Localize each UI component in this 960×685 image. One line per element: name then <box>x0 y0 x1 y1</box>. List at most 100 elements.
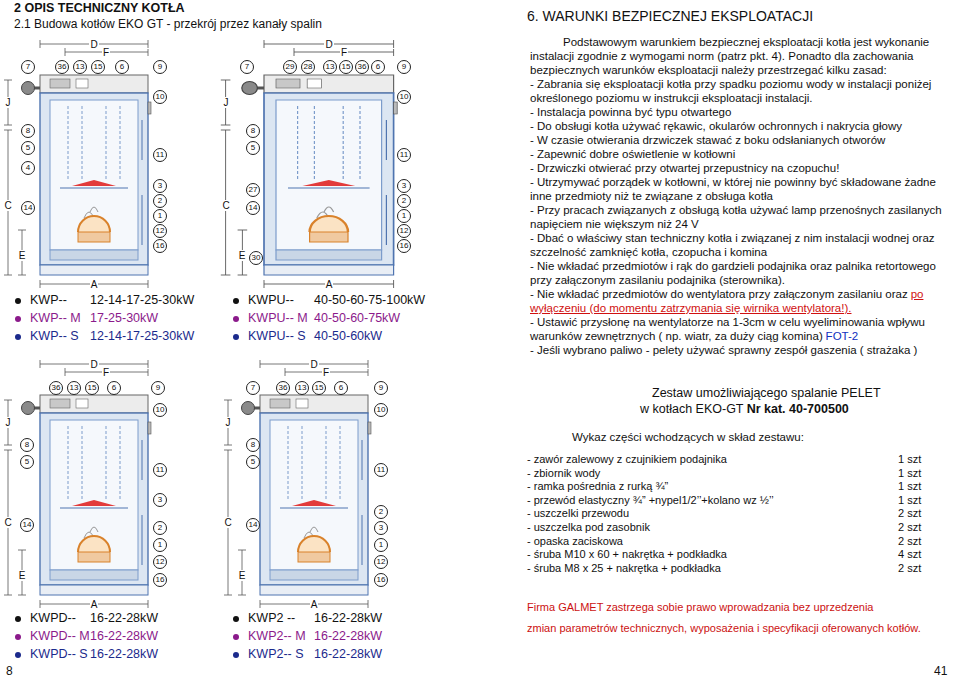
callout-number: 6 <box>334 381 348 395</box>
dimension-letter: E <box>18 570 27 581</box>
callout-number: 6 <box>107 381 121 395</box>
power-range: 16-22-28kW <box>90 611 158 626</box>
callout-number: 7 <box>240 60 254 74</box>
part-name: - opaska zaciskowa <box>527 535 623 548</box>
dimension-letter: J <box>223 97 230 108</box>
quantity: 2 szt <box>898 562 921 575</box>
callout-number: 3 <box>153 179 167 193</box>
dimension-letter: C <box>221 200 230 211</box>
power-range: 16-22-28kW <box>314 629 382 644</box>
dimension-letter: E <box>238 250 247 261</box>
quantity: 1 szt <box>898 494 921 507</box>
kit-heading: w kotłach EKO-GTNr kat. 40-700500 <box>640 402 849 417</box>
callout-number: 6 <box>115 60 129 74</box>
dimension-letter: A <box>90 279 99 290</box>
part-name: - śruba M10 x 60 + nakrętka + podkładka <box>527 548 727 561</box>
callout-number: 11 <box>374 463 388 477</box>
power-range: 12-14-17-25-30kW <box>90 293 194 308</box>
power-range: 40-50-60kW <box>314 329 382 344</box>
part-name: - śruba M8 x 25 + nakrętka + podkładka <box>527 562 721 575</box>
callout-number: 2 <box>153 194 167 208</box>
callout-number: 28 <box>301 60 315 74</box>
callout-number: 7 <box>246 381 260 395</box>
dimension-letter: A <box>90 599 99 610</box>
dimension-letter: C <box>3 200 12 211</box>
model-name: KWP-- <box>30 293 67 308</box>
callout-number: 3 <box>153 493 167 507</box>
part-name: - zawór zalewowy z czujnikiem podajnika <box>527 453 727 466</box>
callout-number: 12 <box>153 555 167 569</box>
page-number: 41 <box>934 664 947 678</box>
callout-number: 8 <box>20 438 34 452</box>
callout-number: 5 <box>21 141 35 155</box>
list-item: - Zapewnić dobre oświetlenie w kotłowni <box>530 147 955 161</box>
power-range: 16-22-28kW <box>90 647 158 662</box>
photo-reference: FOT-2 <box>826 330 859 342</box>
catalog-number: Nr kat. 40-700500 <box>747 402 849 416</box>
callout-number: 5 <box>246 141 260 155</box>
callout-number: 15 <box>85 381 99 395</box>
dimension-letter: J <box>5 97 12 108</box>
callout-number: 13 <box>323 60 337 74</box>
dimension-letter: C <box>223 517 232 528</box>
quantity: 2 szt <box>898 521 921 534</box>
callout-number: 1 <box>153 538 167 552</box>
list-item: - Jeśli wybrano paliwo - pelety używać s… <box>530 343 955 357</box>
model-name: KWP-- S <box>30 329 79 344</box>
quantity: 1 szt <box>898 453 921 466</box>
model-name: KWPD-- S <box>30 647 88 662</box>
callout-number: 16 <box>397 239 411 253</box>
callout-number: 30 <box>249 251 263 265</box>
paragraph: Podstawowym warunkiem bezpiecznej eksplo… <box>530 35 955 77</box>
power-range: 40-50-60-75kW <box>314 311 400 326</box>
power-range: 16-22-28kW <box>90 629 158 644</box>
callout-number: 11 <box>153 148 167 162</box>
power-range: 16-22-28kW <box>314 611 382 626</box>
callout-number: 16 <box>153 573 167 587</box>
callout-number: 10 <box>153 403 167 417</box>
section-heading: 6. WARUNKI BEZPIECZNEJ EKSPLOATACJI <box>527 8 813 25</box>
callout-number: 15 <box>339 60 353 74</box>
page-number: 8 <box>6 664 13 678</box>
quantity: 1 szt <box>898 480 921 493</box>
list-item: - W czasie otwierania drzwiczek stawać z… <box>530 133 955 147</box>
list-item: - Do obsługi kotła używać rękawic, okula… <box>530 119 955 133</box>
power-range: 17-25-30kW <box>90 311 158 326</box>
callout-number: 2 <box>374 505 388 519</box>
warning-text: po wyłączeniu (do momentu zatrzymania si… <box>530 288 923 314</box>
power-range: 40-50-60-75-100kW <box>314 293 425 308</box>
callout-number: 13 <box>73 60 87 74</box>
callout-number: 11 <box>153 463 167 477</box>
part-name: - uszczelka pod zasobnik <box>527 521 650 534</box>
part-name: - ramka pośrednia z rurką ¾” <box>527 480 668 493</box>
list-item: - Ustawić przysłonę na wentylatorze na 1… <box>530 315 955 343</box>
callout-number: 1 <box>374 538 388 552</box>
model-name: KWPD-- <box>30 611 76 626</box>
callout-number: 9 <box>397 60 411 74</box>
callout-number: 12 <box>397 224 411 238</box>
dimension-letter: F <box>102 367 110 378</box>
list-item: - Drzwiczki otwierać przy otwartej przep… <box>530 161 955 175</box>
quantity: 2 szt <box>898 507 921 520</box>
callout-number: 2 <box>397 194 411 208</box>
callout-number: 4 <box>21 161 35 175</box>
list-item: - Nie wkładać przedmiotów i rąk do gardz… <box>530 259 955 287</box>
model-name: KWP2-- S <box>248 647 304 662</box>
dimension-letter: F <box>322 367 330 378</box>
callout-number: 14 <box>246 201 260 215</box>
callout-number: 12 <box>374 555 388 569</box>
callout-number: 5 <box>246 455 260 469</box>
part-name: - przewód elastyczny ¾” +nypel1/2’’+kola… <box>527 494 774 507</box>
callout-number: 9 <box>153 60 167 74</box>
dimension-letter: J <box>225 417 232 428</box>
power-range: 12-14-17-25-30kW <box>90 329 194 344</box>
dimension-letter: E <box>238 570 247 581</box>
list-item: - Instalacja powinna być typu otwartego <box>530 105 955 119</box>
callout-number: 13 <box>295 381 309 395</box>
callout-number: 10 <box>153 90 167 104</box>
callout-number: 36 <box>55 60 69 74</box>
callout-number: 27 <box>246 183 260 197</box>
callout-number: 9 <box>374 381 388 395</box>
kit-heading: Zestaw umożliwiającego spalanie PELET <box>652 386 881 401</box>
quantity: 4 szt <box>898 548 921 561</box>
